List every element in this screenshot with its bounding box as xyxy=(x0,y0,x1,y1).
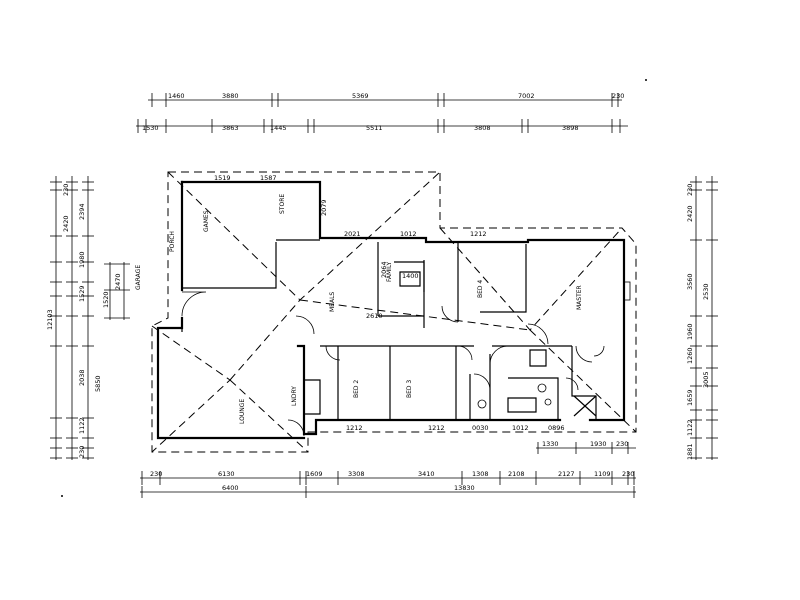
dim-label: 3560 xyxy=(686,273,694,290)
dim-label: 1445 xyxy=(270,124,287,132)
dim-label: 12103 xyxy=(46,309,54,330)
dim-label: 2470 xyxy=(114,273,122,290)
room-label-lounge: LOUNGE xyxy=(239,399,246,424)
dim-label: 1881 xyxy=(686,443,694,460)
dim-label: 230 xyxy=(62,184,70,196)
dim-label: 1212 xyxy=(428,424,445,432)
dim-label: 1122 xyxy=(78,417,86,434)
dim-label: 1109 xyxy=(594,470,611,478)
room-label-family: FAMILY xyxy=(386,262,393,282)
dim-label: 1012 xyxy=(512,424,529,432)
internal-walls xyxy=(181,239,597,420)
dim-label: 1330 xyxy=(542,440,559,448)
dim-label: 1122 xyxy=(686,419,694,436)
top-dimension-lines: 1460 3880 5369 7002 230 1530 3863 1445 5… xyxy=(136,92,628,133)
dim-label: 3005 xyxy=(702,371,710,388)
dim-label: 5369 xyxy=(352,92,369,100)
dim-label: 3308 xyxy=(348,470,365,478)
dim-label: 1960 xyxy=(686,323,694,340)
left-dimension-lines: 12103 230 2420 2394 1980 1529 2038 5850 … xyxy=(46,176,130,460)
dim-label: 230 xyxy=(150,470,162,478)
dim-label: 6130 xyxy=(218,470,235,478)
dim-label: 230 xyxy=(686,184,694,196)
dim-label: 2420 xyxy=(62,215,70,232)
dim-label: 1212 xyxy=(346,424,363,432)
dim-label: 5850 xyxy=(94,375,102,392)
dim-label: 2038 xyxy=(78,369,86,386)
dim-label: 1980 xyxy=(78,251,86,268)
dim-label: 230 xyxy=(78,446,86,458)
dim-label: 2079 xyxy=(320,199,328,216)
dim-label: 1400 xyxy=(402,272,419,280)
dim-label: 2610 xyxy=(366,312,383,320)
dim-label: 2064 xyxy=(380,261,388,278)
dim-label: 230 xyxy=(612,92,624,100)
external-walls xyxy=(156,180,626,440)
dim-label: 3863 xyxy=(222,124,239,132)
right-dimension-lines: 230 2420 3560 2530 1960 1260 3005 1659 1… xyxy=(686,176,718,460)
roof-outline xyxy=(151,171,637,453)
room-label-store: STORE xyxy=(279,194,286,214)
dim-label: 5511 xyxy=(366,124,383,132)
dim-label: 230 xyxy=(616,440,628,448)
dim-label: 1212 xyxy=(470,230,487,238)
dim-label: 1609 xyxy=(306,470,323,478)
dim-label: 1930 xyxy=(590,440,607,448)
dim-label: 1460 xyxy=(168,92,185,100)
dim-label: 2394 xyxy=(78,203,86,220)
dim-label: 3808 xyxy=(474,124,491,132)
bottom-dimension-lines: 230 6130 1609 3308 3410 1308 2108 2127 1… xyxy=(140,440,636,498)
dim-label: 0896 xyxy=(548,424,565,432)
dim-label: 2127 xyxy=(558,470,575,478)
dim-label: 1659 xyxy=(686,389,694,406)
dim-label: 3410 xyxy=(418,470,435,478)
internal-dimensions: 1519 1587 2079 2021 1012 1212 1400 2064 … xyxy=(214,174,565,432)
room-labels: GAMES STORE MEALS FAMILY BED 4 MASTER BE… xyxy=(135,194,583,424)
room-label-master: MASTER xyxy=(576,285,583,310)
room-label-games: GAMES xyxy=(203,210,210,232)
room-label-porch: PORCH xyxy=(169,231,176,252)
room-label-meals: MEALS xyxy=(329,292,336,312)
dim-label: 3880 xyxy=(222,92,239,100)
dim-label: 0030 xyxy=(472,424,489,432)
dim-label: 1520 xyxy=(102,291,110,308)
dim-label: 2420 xyxy=(686,205,694,222)
dim-label: 2108 xyxy=(508,470,525,478)
dim-label: 7002 xyxy=(518,92,535,100)
dim-label: 3898 xyxy=(562,124,579,132)
dim-label: 230 xyxy=(622,470,634,478)
stray-mark xyxy=(61,495,63,497)
room-label-garage: GARAGE xyxy=(135,265,142,290)
dim-label: 13830 xyxy=(454,484,475,492)
dim-label: 2021 xyxy=(344,230,361,238)
dim-label: 1587 xyxy=(260,174,277,182)
dim-label: 1519 xyxy=(214,174,231,182)
room-label-laundry: LNDRY xyxy=(291,386,298,406)
room-label-bed3: BED 3 xyxy=(406,380,413,398)
room-label-bed2: BED 2 xyxy=(353,380,360,398)
dim-label: 1260 xyxy=(686,347,694,364)
dim-label: 1529 xyxy=(78,285,86,302)
room-label-bed4: BED 4 xyxy=(477,280,484,298)
dim-label: 1012 xyxy=(400,230,417,238)
stray-mark xyxy=(645,79,647,81)
dim-label: 6400 xyxy=(222,484,239,492)
dim-label: 1530 xyxy=(142,124,159,132)
dim-label: 1308 xyxy=(472,470,489,478)
dim-label: 2530 xyxy=(702,283,710,300)
door-swings xyxy=(181,281,631,437)
